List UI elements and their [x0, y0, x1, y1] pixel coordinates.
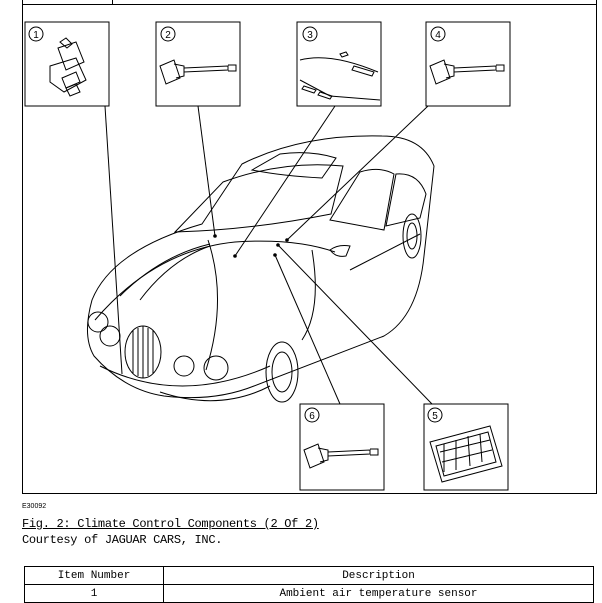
component-box-3: 3: [296, 21, 382, 107]
component-box-4: 4: [425, 21, 511, 107]
table-top-rule: [113, 4, 597, 5]
figure-code: E30092: [22, 503, 47, 510]
component-box-6: 6: [299, 403, 385, 491]
figure-frame: [22, 0, 597, 494]
table-top-cell: [22, 0, 113, 5]
table-header-row: Item Number Description: [24, 566, 594, 585]
callout-3: 3: [307, 30, 313, 41]
component-box-1: 1: [24, 21, 110, 107]
figure-caption: Fig. 2: Climate Control Components (2 Of…: [22, 517, 319, 531]
car-illustration: [87, 135, 435, 403]
table-row: 1 Ambient air temperature sensor: [24, 584, 594, 603]
component-box-2: 2: [155, 21, 241, 107]
climate-components-diagram: 1 2 3 4 6: [24, 21, 511, 491]
callout-2: 2: [165, 30, 171, 41]
header-item-number: Item Number: [24, 566, 164, 585]
header-description: Description: [163, 566, 594, 585]
component-box-5: 5: [423, 403, 509, 491]
leader-lines: [104, 105, 433, 405]
cell-item-number: 1: [24, 584, 164, 603]
callout-5: 5: [432, 411, 438, 422]
callout-4: 4: [435, 30, 441, 41]
item-table: Item Number Description 1 Ambient air te…: [24, 566, 594, 603]
callout-6: 6: [309, 411, 315, 422]
figure-courtesy: Courtesy of JAGUAR CARS, INC.: [22, 533, 223, 547]
callout-1: 1: [33, 30, 39, 41]
cell-description: Ambient air temperature sensor: [163, 584, 594, 603]
